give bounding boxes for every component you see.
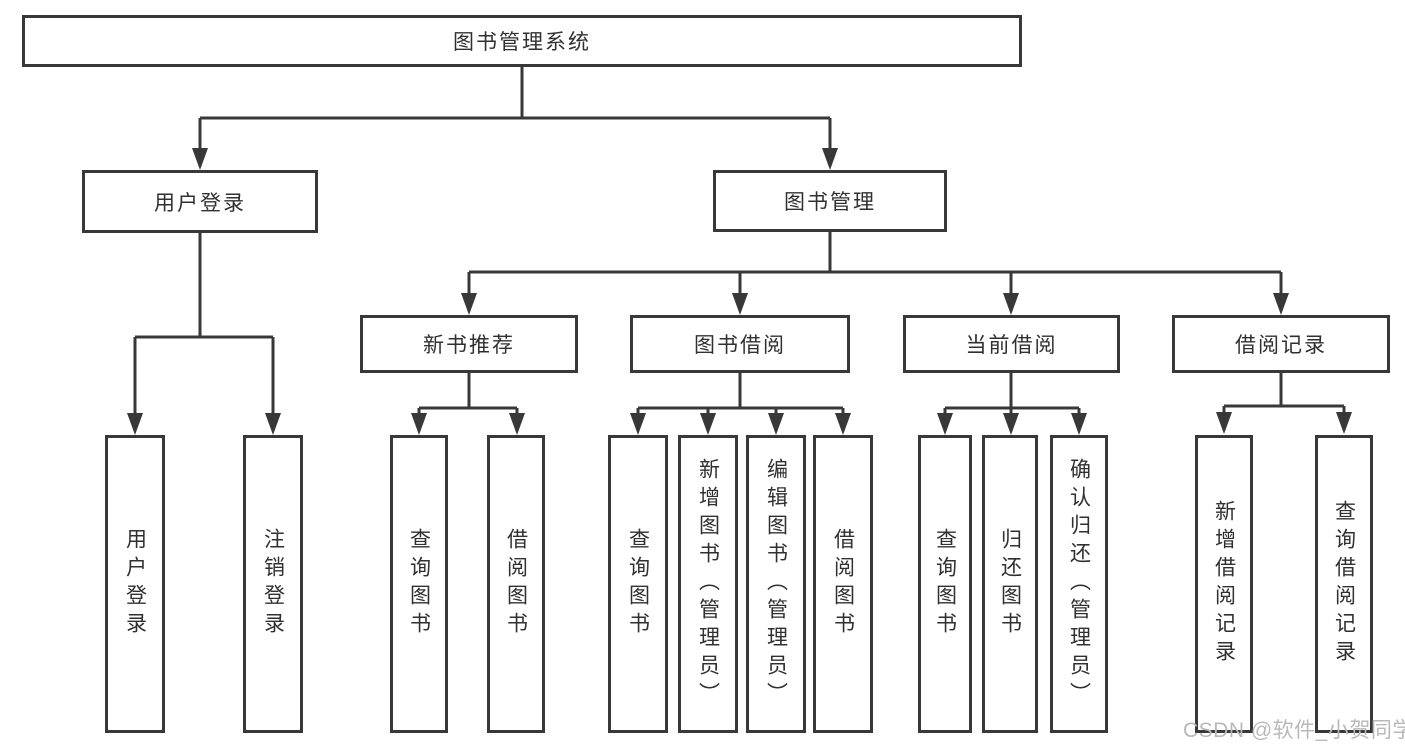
node-borrow-records: 借阅记录 [1172,315,1390,373]
node-user-login: 用户登录 [82,170,318,233]
csdn-watermark: CSDN @软件_小贺同学 [1183,719,1405,742]
node-leaf-bb-borrow-book: 借阅图书 [813,435,873,733]
node-leaf-logout: 注销登录 [243,435,303,733]
node-leaf-br-add-record: 新增借阅记录 [1195,435,1253,733]
node-leaf-nb-query-book: 查询图书 [390,435,448,733]
node-leaf-cb-query-book: 查询图书 [918,435,972,733]
node-root: 图书管理系统 [22,15,1022,67]
node-book-management: 图书管理 [713,170,947,232]
node-book-borrow: 图书借阅 [630,315,850,373]
node-leaf-cb-return-book: 归还图书 [982,435,1038,733]
node-leaf-nb-borrow-book: 借阅图书 [487,435,545,733]
node-leaf-br-query-record: 查询借阅记录 [1315,435,1373,733]
node-leaf-bb-add-book-admin: 新增图书（管理员） [678,435,738,733]
node-leaf-user-login: 用户登录 [105,435,165,733]
node-leaf-bb-edit-book-admin: 编辑图书（管理员） [746,435,806,733]
node-current-borrow: 当前借阅 [903,315,1120,373]
node-leaf-cb-confirm-return-admin: 确认归还（管理员） [1050,435,1108,733]
node-new-book-recommend: 新书推荐 [360,315,578,373]
node-leaf-bb-query-book: 查询图书 [608,435,668,733]
